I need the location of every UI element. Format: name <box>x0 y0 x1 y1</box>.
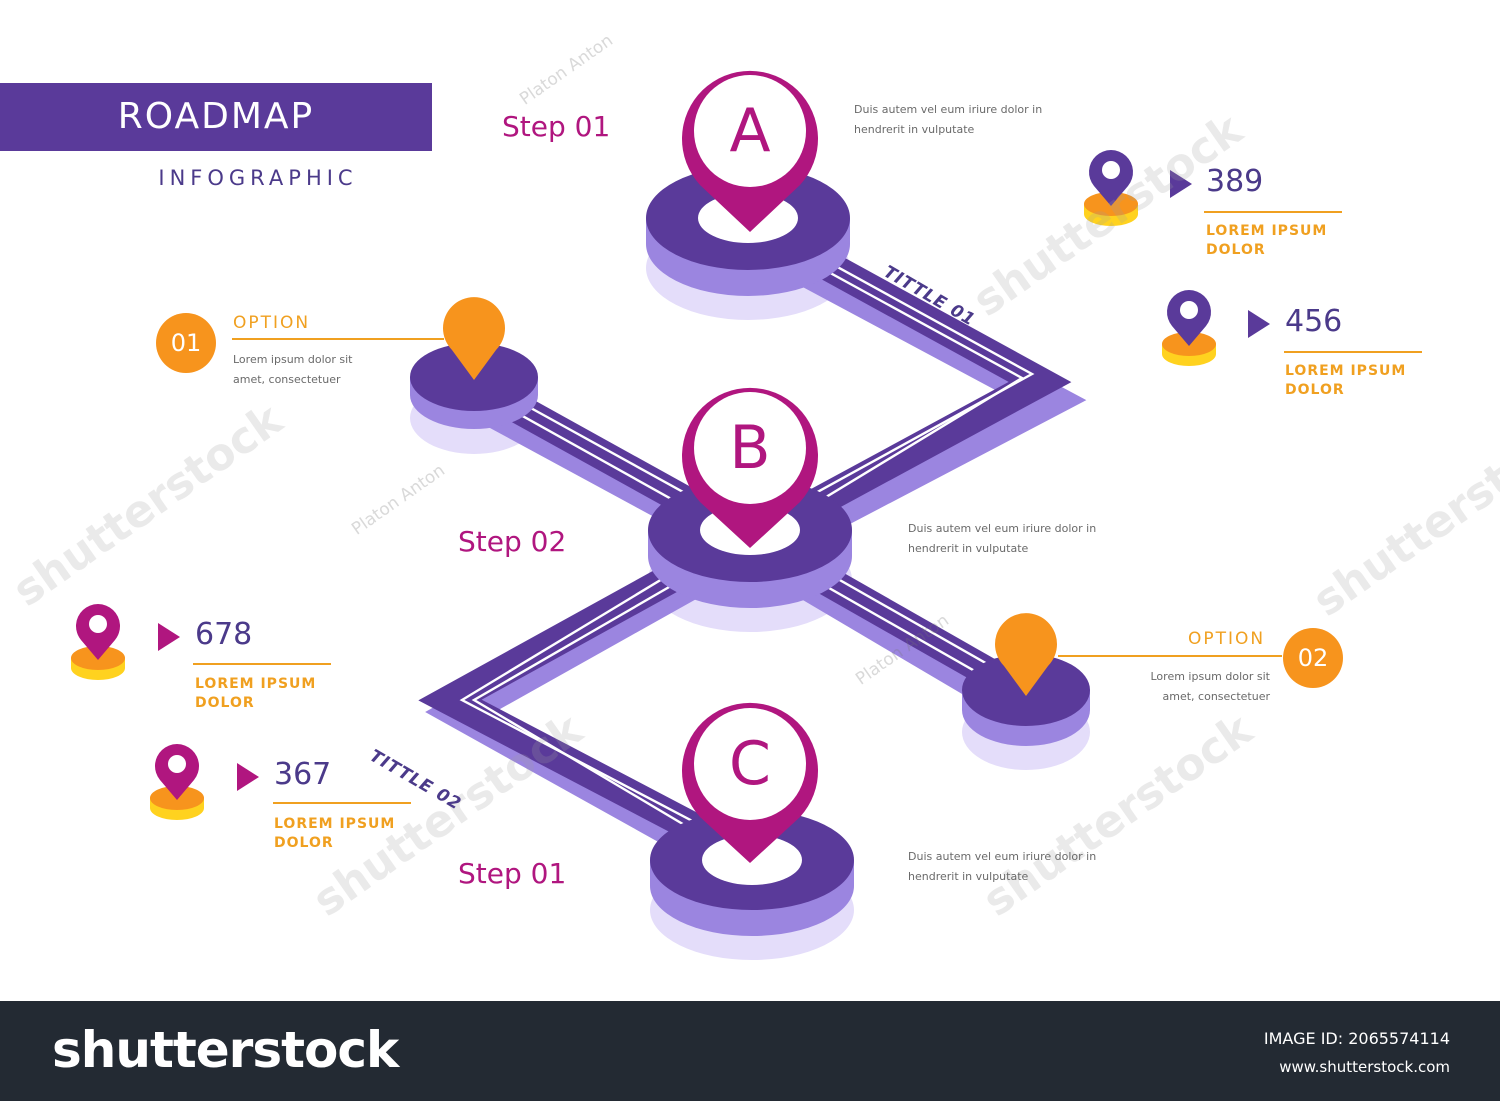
footer-brand-logo: shutterstock <box>52 1021 399 1079</box>
title-bar <box>0 83 432 151</box>
stat-367-pin-icon <box>150 744 204 820</box>
milestone-b-step: Step 02 <box>458 525 567 558</box>
description-line: hendrerit in vulputate <box>908 542 1029 555</box>
footer-image-id: IMAGE ID: 2065574114 <box>1263 1029 1450 1048</box>
node-a-disc <box>646 166 850 296</box>
milestone-c-letter: C <box>729 729 771 799</box>
label-line: LOREM IPSUM <box>274 816 396 832</box>
stat-367-label: LOREM IPSUM DOLOR <box>274 815 414 853</box>
stat-389-arrow-icon <box>1170 170 1192 198</box>
stat-367-arrow-icon <box>237 763 259 791</box>
pin-a-icon <box>681 70 819 233</box>
stat-456-value: 456 <box>1285 304 1343 339</box>
option-02-badge: 02 <box>1283 628 1343 688</box>
label-line: DOLOR <box>195 695 255 711</box>
label-line: DOLOR <box>1285 382 1345 398</box>
stat-678-pin-icon <box>71 604 125 680</box>
node-option-01-disc <box>410 343 538 429</box>
description-line: amet, consectetuer <box>233 373 341 386</box>
stat-678-arrow-icon <box>158 623 180 651</box>
stat-678-label: LOREM IPSUM DOLOR <box>195 675 335 713</box>
description-line: amet, consectetuer <box>1162 690 1270 703</box>
label-line: LOREM IPSUM <box>195 676 317 692</box>
milestone-b-letter: B <box>729 413 771 483</box>
milestone-c-step: Step 01 <box>458 857 567 890</box>
stat-389-value: 389 <box>1206 164 1264 199</box>
option-02-label: OPTION <box>1188 629 1266 649</box>
description-line: hendrerit in vulputate <box>908 870 1029 883</box>
roadmap-illustration <box>71 70 1422 960</box>
stat-389-label: LOREM IPSUM DOLOR <box>1206 222 1346 260</box>
milestone-a-letter: A <box>729 96 771 166</box>
stat-456-arrow-icon <box>1248 310 1270 338</box>
page-title: ROADMAP <box>117 96 315 137</box>
milestone-a-step: Step 01 <box>502 110 611 143</box>
option-01-pin-icon <box>442 297 505 380</box>
footer-site-link[interactable]: www.shutterstock.com <box>1279 1058 1450 1076</box>
stat-367-value: 367 <box>274 757 332 792</box>
footer-bar <box>0 1001 1500 1101</box>
description-line: Duis autem vel eum iriure dolor in <box>908 850 1097 863</box>
pin-b-icon <box>681 387 818 548</box>
label-line: LOREM IPSUM <box>1285 363 1407 379</box>
description-line: hendrerit in vulputate <box>854 123 975 136</box>
stat-678-value: 678 <box>195 617 253 652</box>
option-01-badge: 01 <box>156 313 216 373</box>
milestone-b-description: Duis autem vel eum iriure dolor in hendr… <box>908 519 1108 559</box>
option-02-pin-icon <box>994 613 1057 696</box>
description-line: Lorem ipsum dolor sit <box>1150 670 1271 683</box>
option-01-label: OPTION <box>233 313 311 333</box>
node-c-disc <box>650 810 854 936</box>
stat-389-pin-icon <box>1084 150 1138 226</box>
description-line: Duis autem vel eum iriure dolor in <box>854 103 1043 116</box>
stat-456-pin-icon <box>1162 290 1216 366</box>
description-line: Duis autem vel eum iriure dolor in <box>908 522 1097 535</box>
milestone-c-description: Duis autem vel eum iriure dolor in hendr… <box>908 847 1108 887</box>
pin-c-icon <box>681 702 818 863</box>
label-line: DOLOR <box>274 835 334 851</box>
option-01-description: Lorem ipsum dolor sit amet, consectetuer <box>233 350 383 390</box>
label-line: DOLOR <box>1206 242 1266 258</box>
milestone-a-description: Duis autem vel eum iriure dolor in hendr… <box>854 100 1054 140</box>
page-subtitle: INFOGRAPHIC <box>158 166 358 190</box>
label-line: LOREM IPSUM <box>1206 223 1328 239</box>
stat-456-label: LOREM IPSUM DOLOR <box>1285 362 1425 400</box>
node-option-02-disc <box>962 654 1090 746</box>
option-02-description: Lorem ipsum dolor sit amet, consectetuer <box>1120 667 1271 707</box>
description-line: Lorem ipsum dolor sit <box>233 353 353 366</box>
